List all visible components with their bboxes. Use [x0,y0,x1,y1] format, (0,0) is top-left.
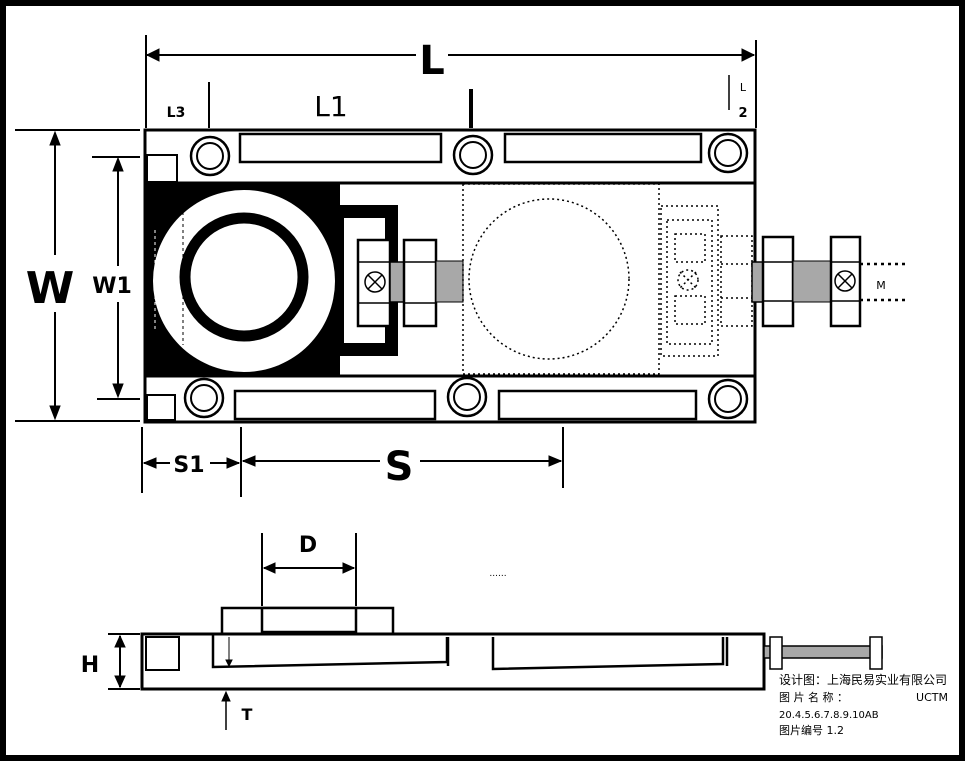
dim-label-L3: L3 [167,105,186,121]
dim-label-H: H [81,653,99,678]
dimensions-top [15,35,757,497]
dim-label-W1: W1 [92,274,132,299]
corner-notch-bottom [146,394,176,421]
sensor-circle [468,198,630,360]
hex-nut [402,238,438,328]
top-cap-inner [260,606,358,634]
caption-block: 设计图：上海民易实业有限公司 图 片 名 称 ： UCTM 20.4.5.6.7… [779,672,948,737]
caption-designer: 设计图：上海民易实业有限公司 [779,672,947,687]
dim-label-L: L [419,38,445,84]
right-connector [751,235,906,328]
dim-label-S: S [385,444,414,490]
side-view [140,606,883,691]
hex-nut [761,235,795,328]
dim-label-S1: S1 [173,453,204,478]
mounting-holes [183,132,749,420]
bolt-assembly [356,238,464,328]
dim-label-T: T [242,705,253,724]
dim-label-L1: L1 [314,90,347,123]
caption-name-value: UCTM [916,691,948,704]
dim-label-W: W [26,263,75,314]
dim-label-L2-bottom: 2 [738,106,747,121]
dimensions-side [108,533,357,730]
top-slot-left [238,132,443,164]
caption-number: 图片编号 1.2 [779,723,844,737]
sensor-dotted [462,183,753,375]
dot-marks: ...... [489,569,506,579]
side-corner-block [145,636,180,671]
corner-notch-top [146,154,178,183]
dim-label-D: D [299,533,317,558]
top-slot-right [503,132,703,164]
dim-label-L2-top: L [740,81,747,94]
caption-name-label: 图 片 名 称 ： [779,690,848,704]
label-M: M [876,279,886,292]
bottom-slot-right [497,389,698,421]
bottom-slot-left [233,389,437,421]
top-view: M [143,89,906,424]
load-ring-inner [179,212,309,342]
side-body [140,632,766,691]
caption-models: 20.4.5.6.7.8.9.10AB [779,710,879,721]
